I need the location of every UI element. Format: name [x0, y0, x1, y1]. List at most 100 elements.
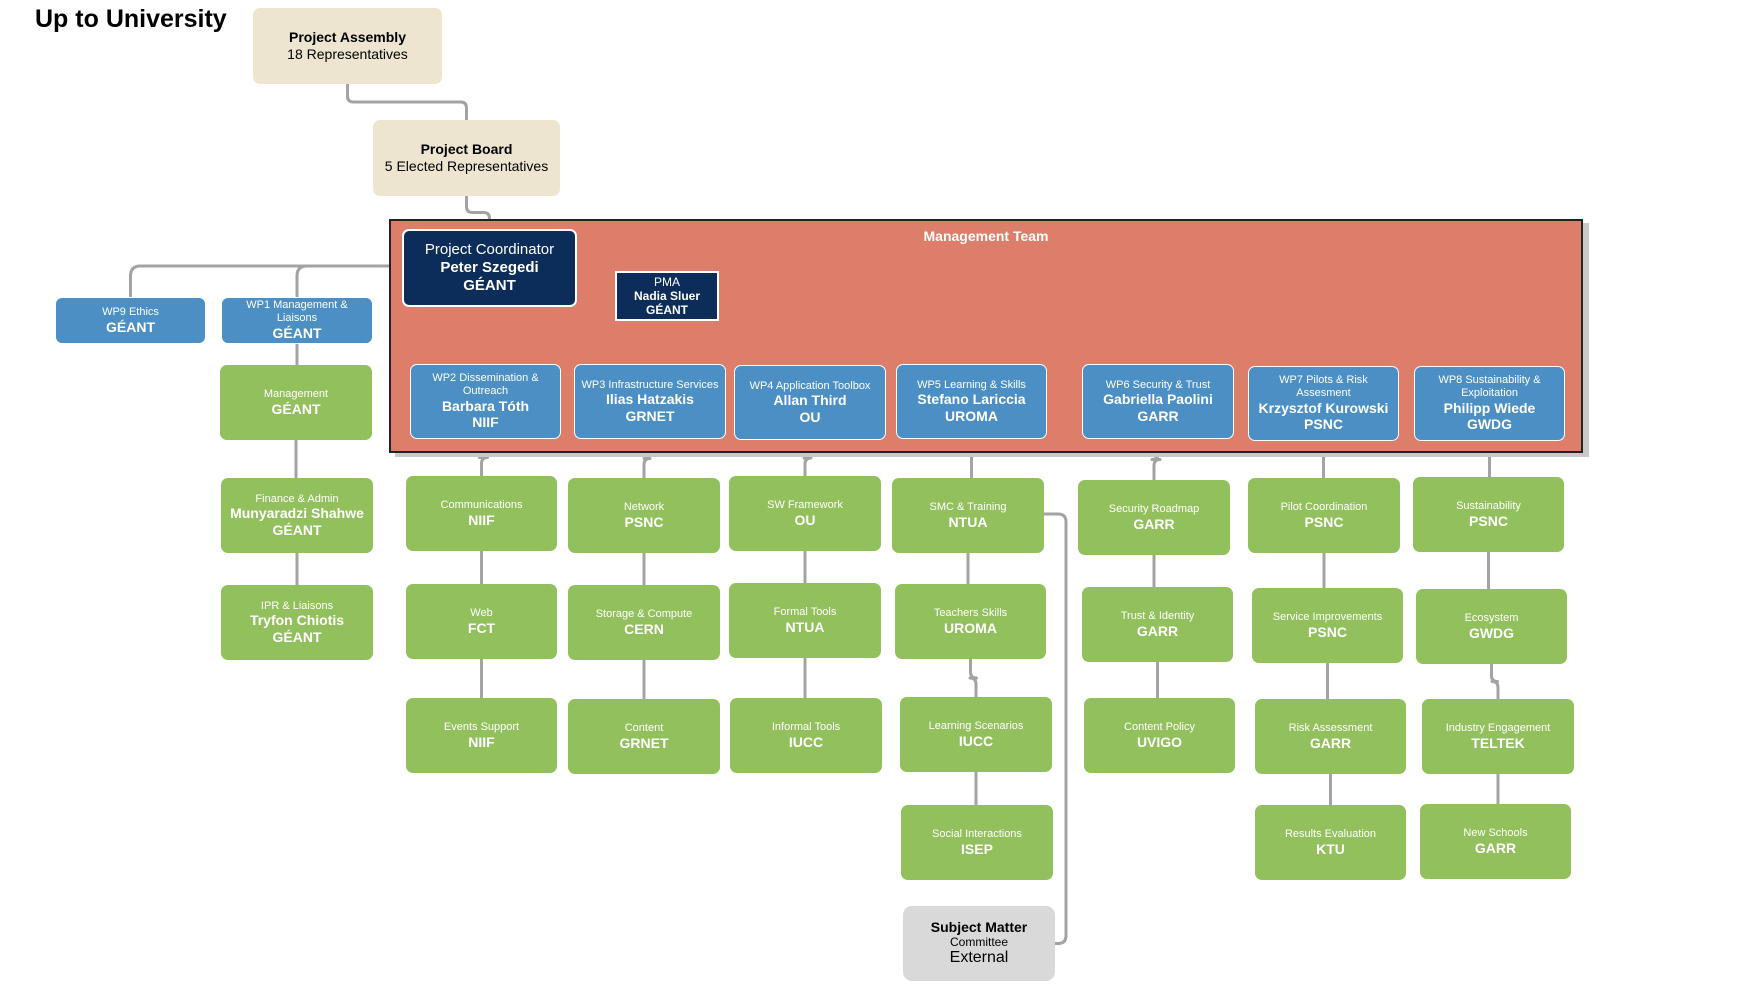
node-wp4-sw-line-1: SW Framework [767, 498, 843, 511]
node-wp3-line-3: GRNET [625, 407, 675, 424]
node-wp7-results-line-1: Results Evaluation [1284, 827, 1377, 840]
node-wp1-finance-line-3: GÉANT [272, 521, 322, 538]
node-wp6-trust-line-1: Trust & Identity [1120, 609, 1195, 622]
node-wp7-service-line-1: Service Improvements [1272, 610, 1383, 623]
node-wp5-smc-line-1: SMC & Training [929, 500, 1007, 513]
management-team-label: Management Team [923, 228, 1049, 244]
node-wp6-policy-line-1: Content Policy [1124, 720, 1195, 733]
node-wp7-results-line-2: KTU [1316, 840, 1345, 857]
node-wp6-roadmap-line-2: GARR [1133, 515, 1175, 532]
node-wp4-sw-line-2: OU [794, 511, 816, 528]
node-wp7-service-line-2: PSNC [1308, 623, 1347, 640]
node-wp6-line-3: GARR [1137, 407, 1179, 424]
node-wp8-schools-line-1: New Schools [1463, 826, 1528, 839]
node-wp2-web-line-2: FCT [467, 619, 496, 636]
connector-wp6-wp6-roadmap [1150, 439, 1162, 480]
node-wp1-line-2: GÉANT [272, 325, 322, 342]
node-wp2-communications-line-2: NIIF [468, 511, 495, 528]
node-wp3-storage-line-2: CERN [624, 620, 664, 637]
node-wp7-risk-line-1: Risk Assessment [1288, 721, 1373, 734]
node-wp4-informal-line-1: Informal Tools [771, 720, 841, 733]
node-wp1-management-line-2: GÉANT [271, 400, 321, 417]
node-wp8-schools-line-2: GARR [1474, 839, 1517, 856]
node-wp9-line-1: WP9 Ethics [102, 305, 159, 318]
node-wp5-social-line-1: Social Interactions [932, 827, 1022, 840]
node-wp6-policy-line-2: UVIGO [1136, 733, 1183, 750]
node-wp2-line-2: Barbara Tóth [441, 397, 530, 414]
node-wp8-industry-line-2: TELTEK [1471, 734, 1525, 751]
node-wp4-line-1: WP4 Application Toolbox [749, 379, 871, 392]
node-wp4-line-3: OU [799, 408, 821, 425]
node-wp1-ipr-line-2: Tryfon Chiotis [249, 612, 345, 629]
node-wp2-line-1: WP2 Dissemination & Outreach [432, 372, 539, 397]
connector-wp5-teachers-wp5-learning [968, 659, 978, 697]
connector-wp2-wp2-communications [478, 439, 489, 476]
node-wp8-ecosystem-line-1: Ecosystem [1464, 611, 1519, 624]
connector-wp8-ecosystem-wp8-industry [1490, 664, 1500, 699]
node-wp8-sustainability-line-2: PSNC [1469, 512, 1508, 529]
node-wp5-teachers-line-1: Teachers Skills [933, 606, 1008, 619]
node-wp3-network-line-2: PSNC [624, 513, 664, 530]
node-pma-line-1: PMA [653, 274, 680, 289]
node-wp8-line-1: WP8 Sustainability & Exploitation [1438, 374, 1541, 399]
node-wp7-pilot-line-2: PSNC [1304, 513, 1344, 530]
connector-board-coordinator [465, 196, 491, 229]
node-smc-line-1: Subject Matter [930, 918, 1028, 935]
connector-wp3-wp3-network [642, 439, 652, 478]
node-wp1-ipr-line-3: GÉANT [272, 628, 322, 645]
node-wp4-formal-line-2: NTUA [785, 618, 825, 635]
connector-wp5-smc-smc [1044, 512, 1068, 945]
node-wp2-events-line-2: NIIF [468, 733, 495, 750]
node-board-line-2: 5 Elected Representatives [384, 158, 549, 174]
node-wp1-line-1: WP1 Management & Liaisons [246, 299, 348, 325]
node-wp7-line-1: WP7 Pilots & Risk Assesment [1279, 374, 1368, 399]
node-wp6-trust-line-2: GARR [1136, 622, 1179, 639]
node-wp7-line-3: PSNC [1304, 416, 1343, 433]
node-board-line-1: Project Board [420, 141, 513, 158]
node-wp1-management-line-1: Management [263, 387, 329, 400]
node-wp1-finance-line-1: Finance & Admin [255, 492, 339, 505]
node-pma-line-2: Nadia Sluer [633, 288, 701, 303]
node-smc-line-3: External [949, 949, 1009, 967]
node-wp8-industry-line-1: Industry Engagement [1445, 721, 1551, 734]
node-wp8-sustainability-line-1: Sustainability [1456, 499, 1521, 512]
node-wp6-line-1: WP6 Security & Trust [1105, 378, 1211, 391]
node-wp5-line-3: UROMA [945, 407, 998, 424]
node-wp4-line-2: Allan Third [773, 392, 847, 409]
node-wp5-learning-line-1: Learning Scenarios [928, 719, 1024, 732]
node-wp2-web-line-1: Web [470, 606, 493, 619]
node-wp8-line-2: Philipp Wiede [1443, 399, 1536, 416]
node-wp1-ipr-line-1: IPR & Liaisons [260, 599, 334, 612]
node-wp6-line-2: Gabriella Paolini [1103, 391, 1213, 408]
node-wp5-learning-line-2: IUCC [958, 732, 994, 749]
node-wp3-line-2: Ilias Hatzakis [606, 391, 694, 408]
node-wp5-teachers-line-2: UROMA [944, 619, 997, 636]
